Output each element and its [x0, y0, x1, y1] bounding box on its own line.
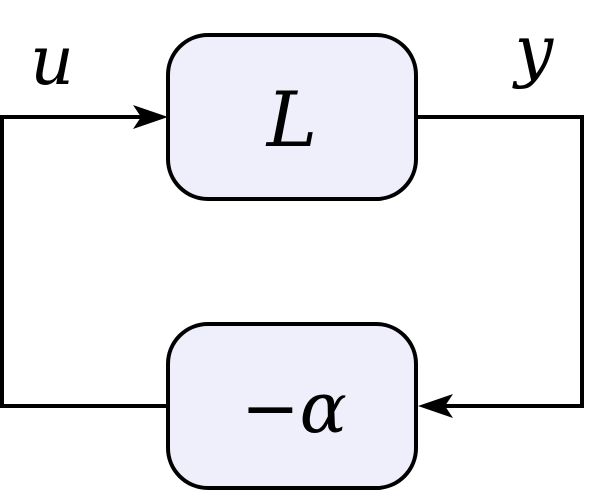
input-signal-label: u: [30, 22, 74, 101]
output-signal-label: y: [512, 12, 555, 91]
input-arrow-head: [133, 105, 168, 129]
output-signal-wire: [416, 115, 584, 408]
plant-block-label: L: [265, 75, 317, 164]
feedback-block: [166, 322, 418, 490]
feedback-arrow-head: [418, 394, 453, 418]
feedback-block-label: −α: [241, 367, 347, 449]
plant-block: [166, 33, 418, 201]
input-signal-wire: [0, 115, 168, 408]
